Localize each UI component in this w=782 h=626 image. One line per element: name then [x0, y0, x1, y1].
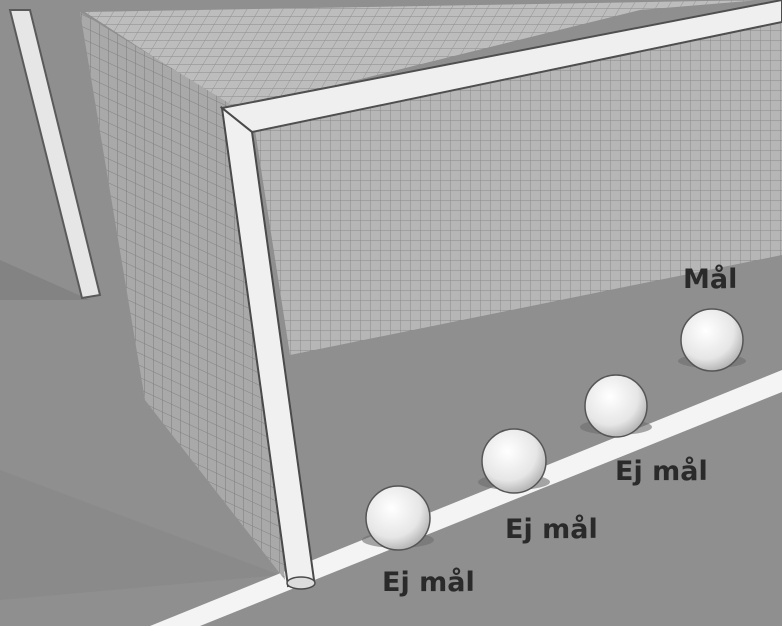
goal-post-base: [287, 577, 315, 589]
label-no-goal-2: Ej mål: [505, 516, 598, 543]
label-no-goal-1: Ej mål: [382, 569, 475, 596]
label-no-goal-3: Ej mål: [615, 458, 708, 485]
label-goal: Mål: [683, 266, 737, 293]
